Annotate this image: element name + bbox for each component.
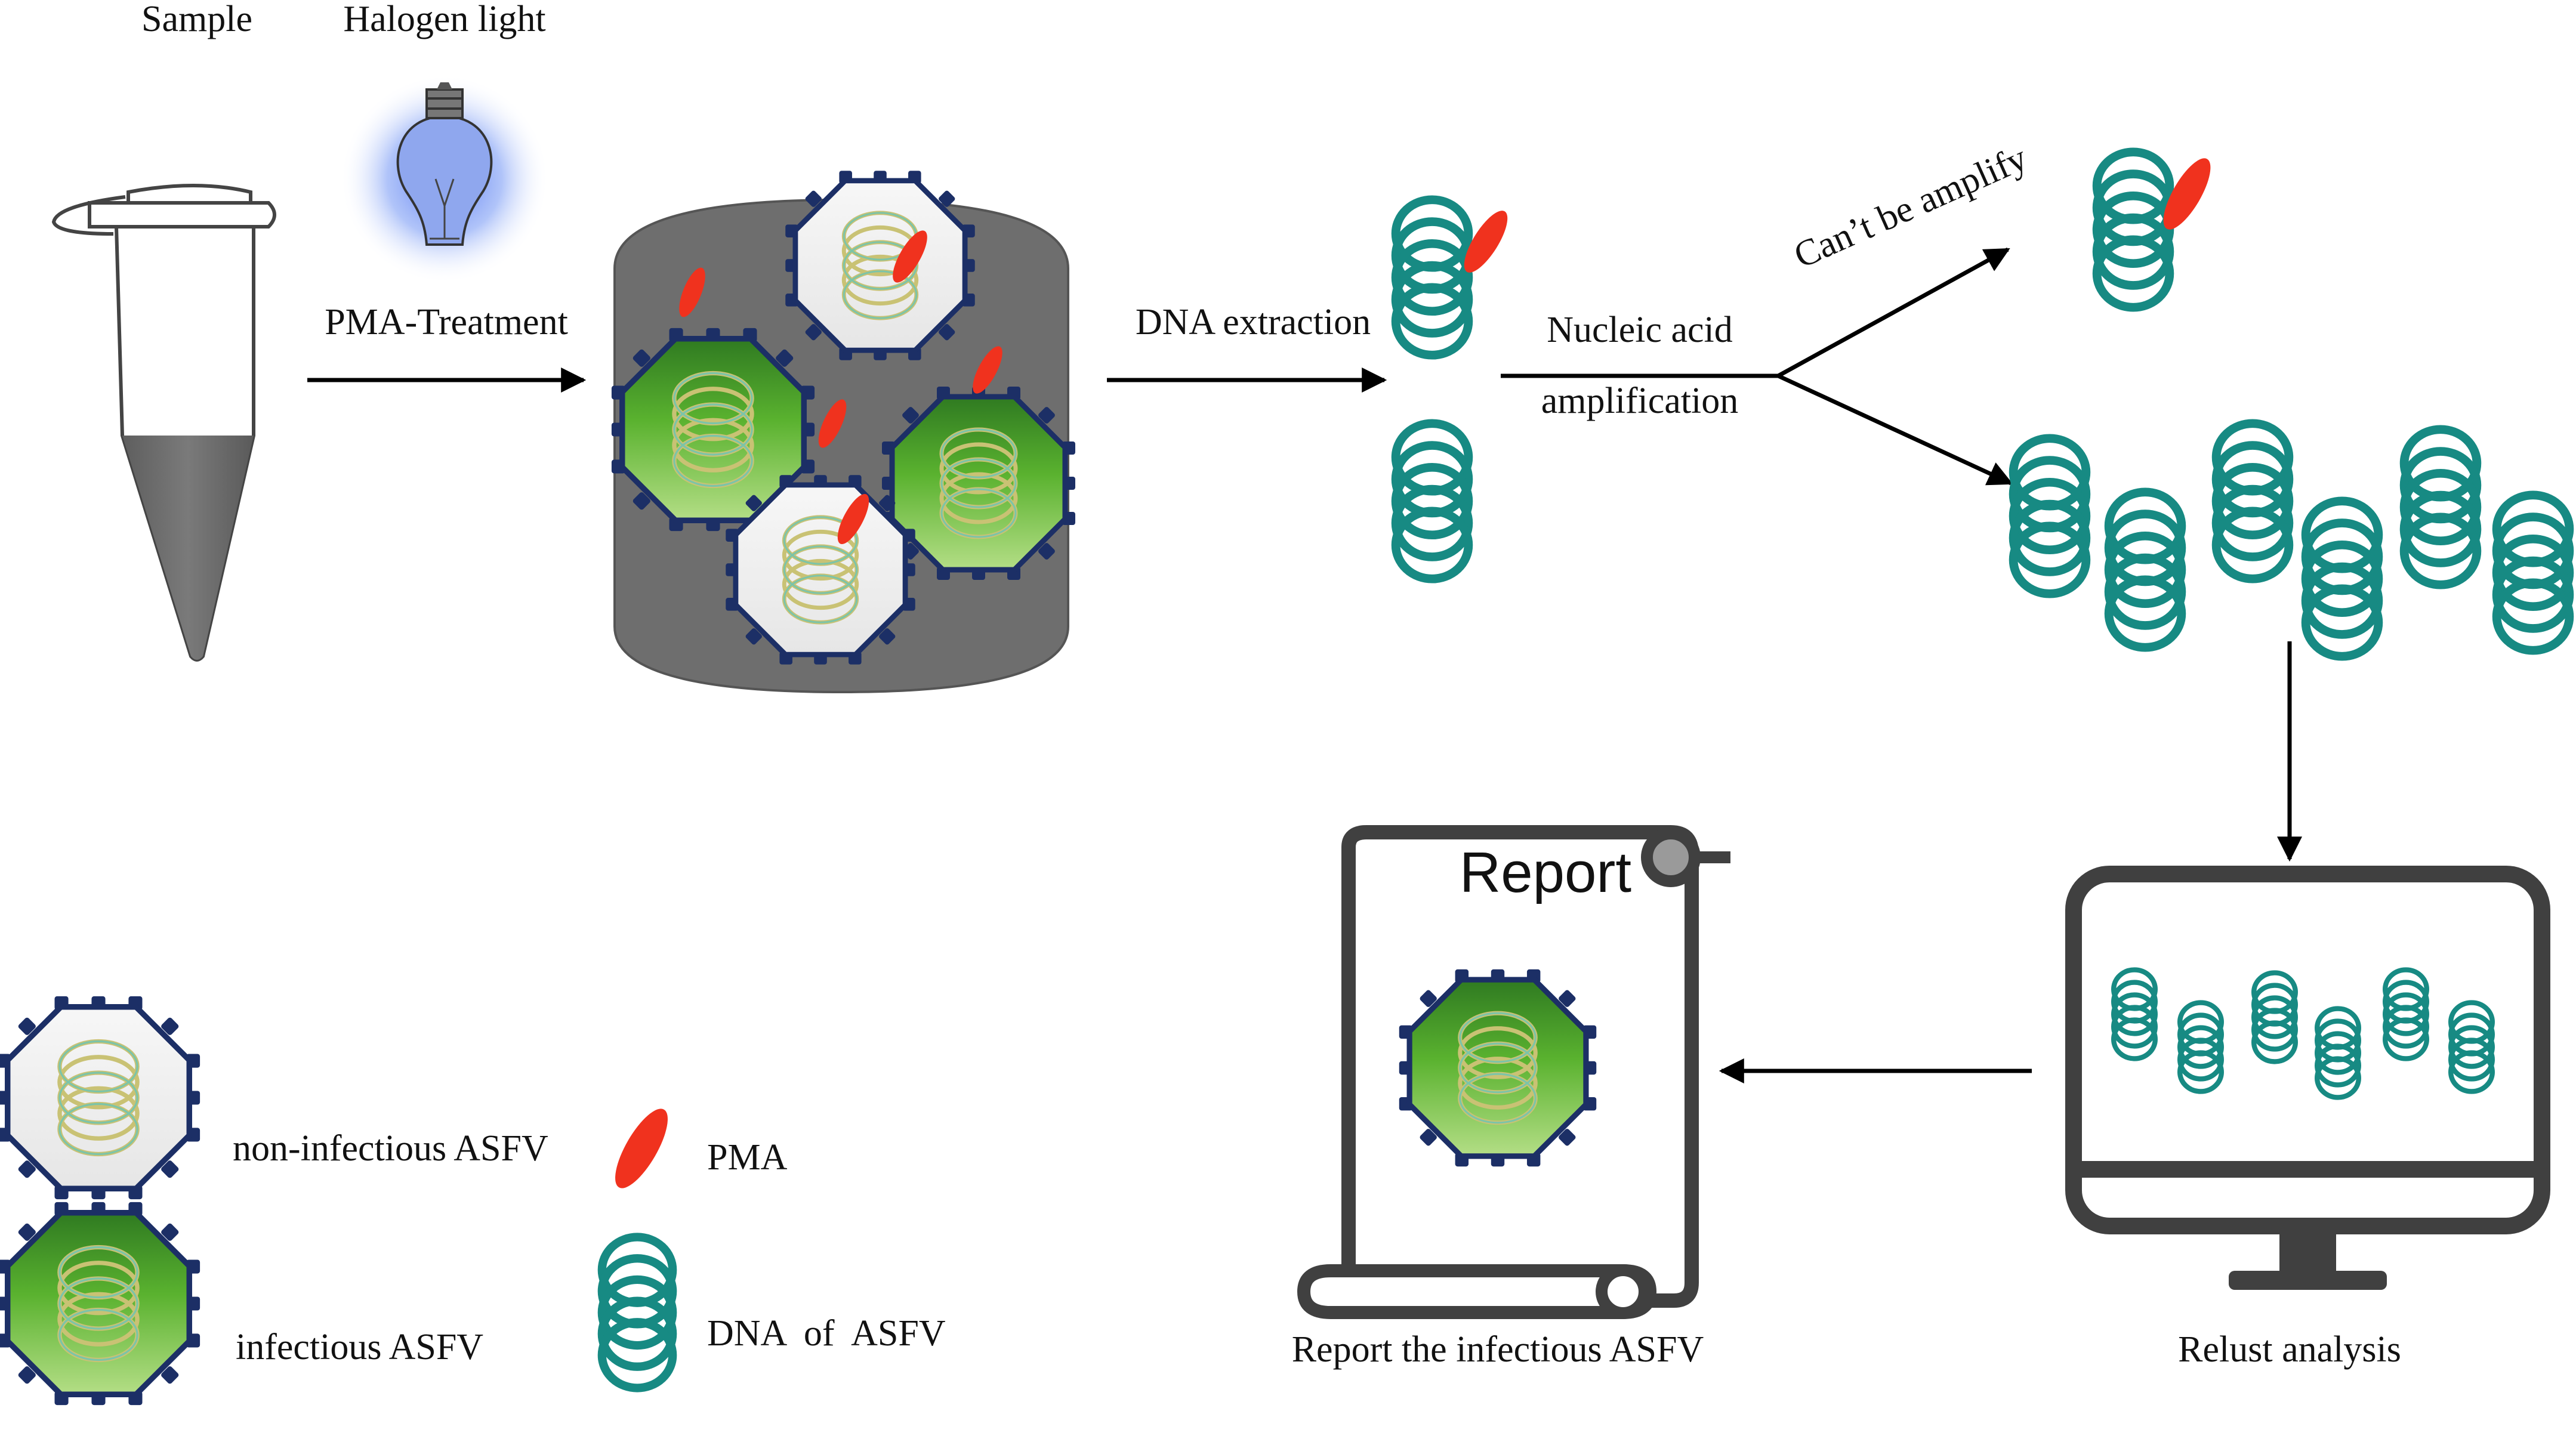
legend: non-infectious ASFV infectious ASFV PMA …	[0, 996, 946, 1405]
dna-icon	[2109, 492, 2182, 647]
dna-icon	[2216, 424, 2289, 579]
legend-pma-label: PMA	[707, 1137, 788, 1178]
sample-label: Sample	[141, 0, 252, 39]
result-analysis-label: Relust analysis	[2178, 1329, 2401, 1370]
arrow-cant-amplify	[1777, 247, 2010, 378]
dna-icon	[2013, 439, 2086, 594]
virus-icon	[1399, 969, 1596, 1166]
virus-icon	[785, 171, 975, 360]
dna-icon	[2497, 495, 2569, 650]
dna-icon	[602, 1237, 672, 1388]
dna-icon	[2404, 430, 2477, 585]
bulb-icon	[340, 75, 549, 283]
amplification-label: amplification	[1541, 381, 1739, 421]
nucleic-acid-label: Nucleic acid	[1547, 310, 1733, 350]
virus-icon	[726, 475, 915, 665]
report-caption: Report the infectious ASFV	[1292, 1329, 1704, 1370]
legend-infectious-label: infectious ASFV	[236, 1327, 483, 1367]
dna-icon	[2097, 152, 2170, 307]
amplified-dna	[2013, 424, 2569, 656]
legend-non-infectious-label: non-infectious ASFV	[233, 1128, 548, 1169]
virus-icon	[0, 996, 200, 1199]
virus-icon	[0, 1202, 200, 1405]
arrow-amplified	[1777, 373, 2013, 486]
dna-icon	[1396, 200, 1469, 355]
dna-icon	[1396, 424, 1469, 579]
monitor-icon	[2065, 866, 2550, 1290]
tube-icon	[51, 184, 276, 662]
legend-dna-label: DNA of ASFV	[707, 1313, 946, 1354]
halogen-light-label: Halogen light	[343, 0, 545, 39]
virus-icon	[882, 387, 1075, 580]
dna-icon	[2306, 501, 2378, 656]
pma-icon	[605, 1101, 678, 1196]
pma-treatment-label: PMA-Treatment	[325, 302, 568, 342]
report-title: Report	[1460, 841, 1631, 904]
dna-extraction-label: DNA extraction	[1136, 302, 1371, 342]
